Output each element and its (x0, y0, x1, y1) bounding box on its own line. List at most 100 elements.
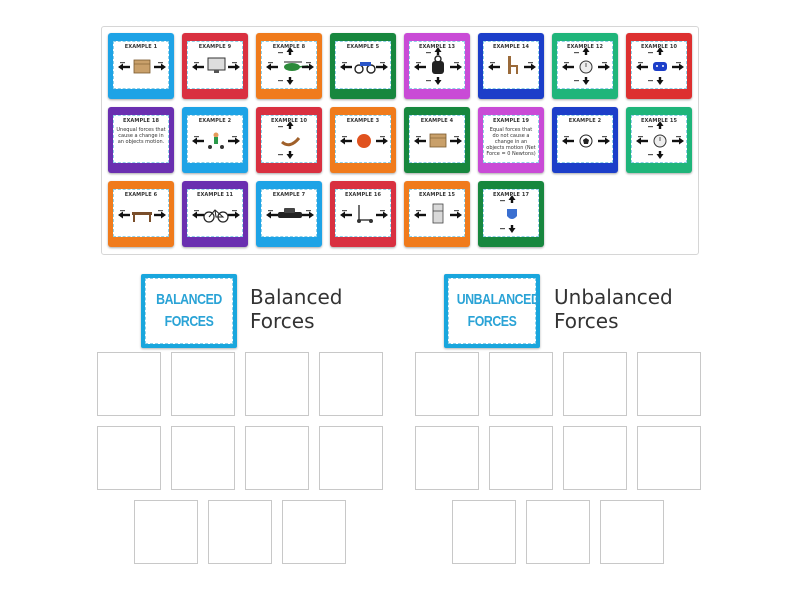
card-title: EXAMPLE 10 (640, 44, 678, 50)
draggable-card[interactable]: EXAMPLE 10 (256, 107, 322, 173)
drop-slot[interactable] (245, 352, 309, 416)
drop-slot[interactable] (563, 426, 627, 490)
card-title: EXAMPLE 1 (124, 44, 158, 50)
card-title: EXAMPLE 8 (272, 44, 306, 50)
card-face: EXAMPLE 7 (261, 189, 317, 237)
card-face: EXAMPLE 1 (113, 41, 169, 89)
drop-slot[interactable] (637, 426, 701, 490)
drop-slot[interactable] (208, 500, 272, 564)
card-face: EXAMPLE 18 Unequal forces that cause a ch… (113, 115, 169, 163)
draggable-card[interactable]: EXAMPLE 13 (404, 33, 470, 99)
draggable-card[interactable]: EXAMPLE 19 Equal forces that do not cause… (478, 107, 544, 173)
drop-slot[interactable] (526, 500, 590, 564)
drop-slot[interactable] (600, 500, 664, 564)
card-face: EXAMPLE 16 (335, 189, 391, 237)
card-title: EXAMPLE 4 (420, 118, 454, 124)
card-face: EXAMPLE 8 (261, 41, 317, 89)
draggable-card[interactable]: EXAMPLE 6 (108, 181, 174, 247)
card-note: Unequal forces that cause a change in an… (116, 127, 166, 145)
draggable-card[interactable]: EXAMPLE 10 (626, 33, 692, 99)
balanced-forces-header-card: BALANCED FORCES (141, 274, 237, 348)
card-face: EXAMPLE 10 (631, 41, 687, 89)
label-line2: Forces (250, 309, 315, 333)
draggable-card[interactable]: EXAMPLE 1 (108, 33, 174, 99)
draggable-card[interactable]: EXAMPLE 14 (478, 33, 544, 99)
card-title: EXAMPLE 15 (418, 192, 456, 198)
card-tray: EXAMPLE 1 EXAMPLE 9 EXAMPLE 8 EXAMPLE 5 EXAM… (101, 26, 699, 255)
card-face: EXAMPLE 17 (483, 189, 539, 237)
card-title: EXAMPLE 3 (346, 118, 380, 124)
card-title: EXAMPLE 18 (122, 118, 160, 124)
unbalanced-forces-header-card: UNBALANCED FORCES (444, 274, 540, 348)
draggable-card[interactable]: EXAMPLE 2 (552, 107, 618, 173)
card-title: EXAMPLE 2 (198, 118, 232, 124)
header-card-line1: BALANCED (156, 291, 222, 308)
header-card-line1: UNBALANCED (456, 291, 540, 308)
card-face: EXAMPLE 14 (483, 41, 539, 89)
card-title: EXAMPLE 6 (124, 192, 158, 198)
drop-slot[interactable] (415, 352, 479, 416)
card-title: EXAMPLE 12 (566, 44, 604, 50)
draggable-card[interactable]: EXAMPLE 15 (626, 107, 692, 173)
card-title: EXAMPLE 10 (270, 118, 308, 124)
header-card-inner: UNBALANCED FORCES (448, 278, 540, 344)
card-face: EXAMPLE 2 (187, 115, 243, 163)
card-title: EXAMPLE 16 (344, 192, 382, 198)
draggable-card[interactable]: EXAMPLE 11 (182, 181, 248, 247)
draggable-card[interactable]: EXAMPLE 17 (478, 181, 544, 247)
card-face: EXAMPLE 4 (409, 115, 465, 163)
draggable-card[interactable]: EXAMPLE 5 (330, 33, 396, 99)
card-title: EXAMPLE 5 (346, 44, 380, 50)
drop-slot[interactable] (452, 500, 516, 564)
drop-slot[interactable] (134, 500, 198, 564)
card-face: EXAMPLE 13 (409, 41, 465, 89)
card-title: EXAMPLE 14 (492, 44, 530, 50)
card-title: EXAMPLE 13 (418, 44, 456, 50)
drop-slot[interactable] (489, 426, 553, 490)
drop-slot[interactable] (489, 352, 553, 416)
label-line2: Forces (554, 309, 619, 333)
card-note: Equal forces that do not cause a change … (486, 127, 536, 157)
drop-slot[interactable] (97, 352, 161, 416)
label-line1: Unbalanced (554, 285, 673, 309)
drop-slot[interactable] (563, 352, 627, 416)
drop-slot[interactable] (319, 352, 383, 416)
draggable-card[interactable]: EXAMPLE 12 (552, 33, 618, 99)
card-face: EXAMPLE 19 Equal forces that do not cause… (483, 115, 539, 163)
drop-slot[interactable] (97, 426, 161, 490)
card-face: EXAMPLE 3 (335, 115, 391, 163)
card-face: EXAMPLE 10 (261, 115, 317, 163)
card-face: EXAMPLE 15 (631, 115, 687, 163)
draggable-card[interactable]: EXAMPLE 16 (330, 181, 396, 247)
draggable-card[interactable]: EXAMPLE 7 (256, 181, 322, 247)
card-title: EXAMPLE 11 (196, 192, 234, 198)
draggable-card[interactable]: EXAMPLE 15 (404, 181, 470, 247)
draggable-card[interactable]: EXAMPLE 8 (256, 33, 322, 99)
drop-slot[interactable] (171, 352, 235, 416)
draggable-card[interactable]: EXAMPLE 18 Unequal forces that cause a ch… (108, 107, 174, 173)
card-face: EXAMPLE 6 (113, 189, 169, 237)
card-title: EXAMPLE 17 (492, 192, 530, 198)
draggable-card[interactable]: EXAMPLE 2 (182, 107, 248, 173)
card-title: EXAMPLE 19 (492, 118, 530, 124)
drop-slot[interactable] (282, 500, 346, 564)
card-title: EXAMPLE 15 (640, 118, 678, 124)
drop-slot[interactable] (319, 426, 383, 490)
draggable-card[interactable]: EXAMPLE 9 (182, 33, 248, 99)
drop-slot[interactable] (245, 426, 309, 490)
drop-slot[interactable] (637, 352, 701, 416)
drop-slot[interactable] (171, 426, 235, 490)
unbalanced-forces-label: Unbalanced Forces (554, 285, 673, 333)
draggable-card[interactable]: EXAMPLE 4 (404, 107, 470, 173)
draggable-card[interactable]: EXAMPLE 3 (330, 107, 396, 173)
card-face: EXAMPLE 9 (187, 41, 243, 89)
label-line1: Balanced (250, 285, 343, 309)
header-card-line2: FORCES (164, 313, 214, 330)
card-title: EXAMPLE 7 (272, 192, 306, 198)
card-title: EXAMPLE 9 (198, 44, 232, 50)
card-face: EXAMPLE 11 (187, 189, 243, 237)
header-card-inner: BALANCED FORCES (145, 278, 233, 344)
header-card-line2: FORCES (467, 313, 517, 330)
card-face: EXAMPLE 12 (557, 41, 613, 89)
drop-slot[interactable] (415, 426, 479, 490)
